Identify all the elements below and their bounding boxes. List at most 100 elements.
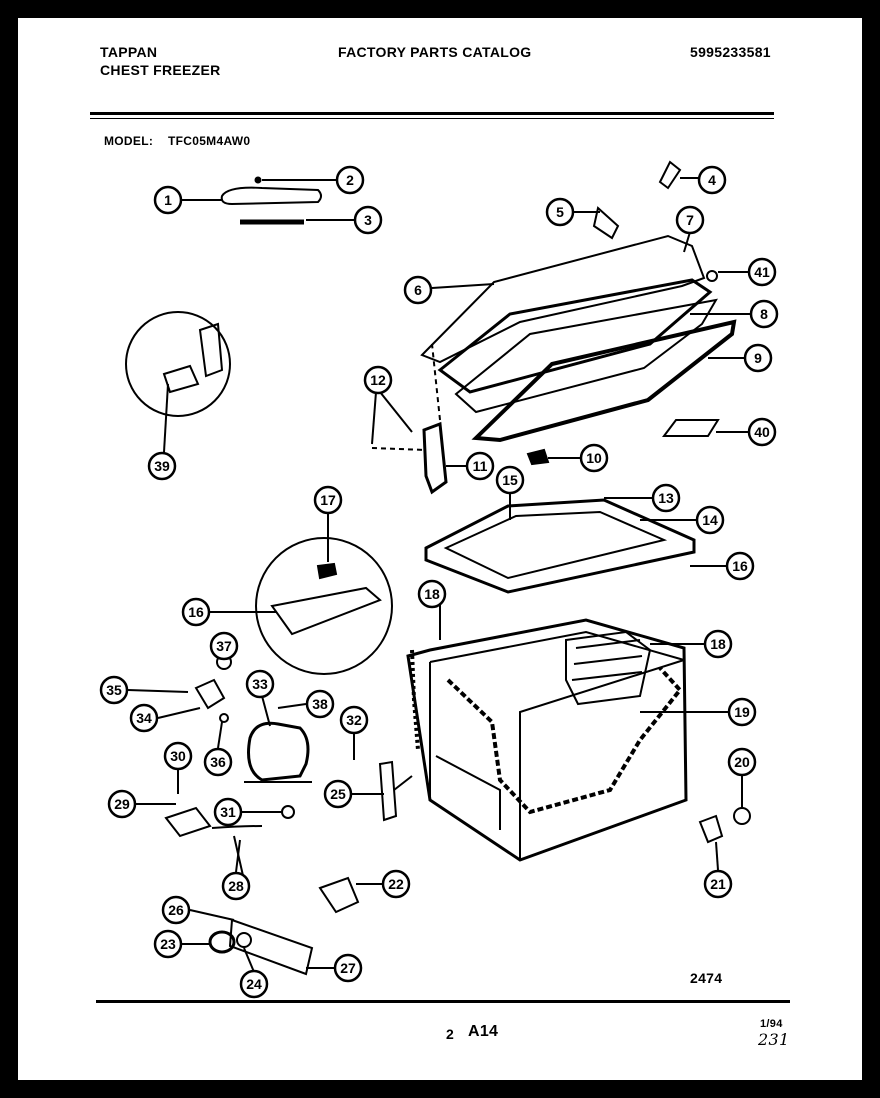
callout-26: 25 xyxy=(323,779,384,809)
svg-text:3: 3 xyxy=(364,212,372,228)
callout-12: 12 xyxy=(363,365,413,445)
svg-text:16: 16 xyxy=(732,558,748,574)
hinge-body xyxy=(422,421,448,495)
svg-text:5: 5 xyxy=(556,204,564,220)
lock-detail-circle xyxy=(125,311,231,417)
callout-1: 1 xyxy=(153,185,222,215)
svg-text:33: 33 xyxy=(252,676,268,692)
lid-liner xyxy=(454,298,718,414)
svg-text:21: 21 xyxy=(710,876,726,892)
callout-42: 41 xyxy=(718,257,777,287)
drier-tube xyxy=(393,775,413,791)
header-rule-thin xyxy=(90,118,774,119)
callout-38: 37 xyxy=(209,631,239,661)
svg-text:32: 32 xyxy=(346,712,362,728)
basket-wire-2 xyxy=(573,655,643,665)
callout-39: 38 xyxy=(277,689,335,719)
breaker-frame xyxy=(424,498,696,594)
svg-text:28: 28 xyxy=(228,878,244,894)
diagram-number: 2474 xyxy=(690,970,723,986)
svg-text:2: 2 xyxy=(346,172,354,188)
svg-text:20: 20 xyxy=(734,754,750,770)
handwritten-note: 231 xyxy=(758,1030,790,1049)
svg-text:7: 7 xyxy=(686,212,694,228)
svg-text:19: 19 xyxy=(734,704,750,720)
svg-text:11: 11 xyxy=(473,458,488,474)
callout-5: 5 xyxy=(545,197,600,227)
callout-10: 10 xyxy=(548,443,609,473)
svg-text:39: 39 xyxy=(154,458,170,474)
callout-11: 11 xyxy=(446,451,495,481)
callout-32: 31 xyxy=(213,797,282,827)
svg-text:18: 18 xyxy=(424,586,440,602)
callout-14: 14 xyxy=(640,505,725,535)
callout-markers: 1 2 3 4 5 6 7 8 9 10 11 12 13 14 15 16 1… xyxy=(99,165,779,999)
lid-gasket xyxy=(471,319,737,443)
cord-lead xyxy=(233,835,245,881)
svg-text:31: 31 xyxy=(220,804,236,820)
cabinet-top-edge xyxy=(429,630,685,663)
svg-text:34: 34 xyxy=(136,710,152,726)
cabinet-base xyxy=(435,755,501,830)
svg-text:23: 23 xyxy=(160,936,176,952)
product-name: CHEST FREEZER xyxy=(100,62,221,78)
control-knob xyxy=(208,930,236,954)
side-coil xyxy=(410,649,420,751)
callout-16-strip: 16 xyxy=(690,551,755,581)
callout-24: 23 xyxy=(153,929,210,959)
callout-23: 22 xyxy=(356,869,411,899)
svg-text:14: 14 xyxy=(702,512,718,528)
svg-text:6: 6 xyxy=(414,282,422,298)
callout-37: 36 xyxy=(203,721,233,777)
svg-text:30: 30 xyxy=(170,748,186,764)
relay-clip xyxy=(219,713,229,723)
label-plate xyxy=(662,419,720,437)
lid-stop xyxy=(526,448,550,466)
hinge-screw xyxy=(592,206,620,240)
lock-key xyxy=(162,364,200,394)
callout-18: 18 xyxy=(650,629,733,659)
plate-hole xyxy=(236,932,252,948)
condenser-coil xyxy=(446,666,683,815)
basket xyxy=(565,630,652,706)
relay xyxy=(194,678,226,710)
power-wire xyxy=(211,825,263,829)
diagram-artwork xyxy=(125,160,751,976)
svg-text:26: 26 xyxy=(168,902,184,918)
hinge-dash xyxy=(371,447,427,451)
handle-screw xyxy=(254,176,262,184)
catalog-title: FACTORY PARTS CATALOG xyxy=(338,44,532,60)
svg-text:9: 9 xyxy=(754,350,762,366)
svg-text:22: 22 xyxy=(388,876,404,892)
hinge-cap xyxy=(658,160,682,190)
callout-21: 20 xyxy=(727,747,757,808)
svg-text:4: 4 xyxy=(708,172,716,188)
callout-15: 15 xyxy=(495,465,525,520)
svg-text:37: 37 xyxy=(216,638,232,654)
drier xyxy=(378,760,398,822)
thermostat xyxy=(318,876,360,914)
lid-insulation xyxy=(437,278,713,394)
callout-17: 17 xyxy=(313,485,343,562)
drain-plug xyxy=(698,814,724,844)
section-code: A14 xyxy=(468,1023,499,1040)
svg-text:13: 13 xyxy=(658,490,674,506)
svg-text:41: 41 xyxy=(754,264,770,280)
callout-30: 29 xyxy=(107,789,176,819)
detail-circle xyxy=(255,537,393,675)
callout-29: 28 xyxy=(221,839,251,901)
grommet xyxy=(281,805,295,819)
cabinet-inner xyxy=(519,659,685,860)
callout-2: 2 xyxy=(262,165,365,195)
footer-rule xyxy=(96,1000,790,1003)
brand-name: TAPPAN xyxy=(100,44,158,60)
callout-9: 9 xyxy=(708,343,773,373)
model-number: TFC05M4AW0 xyxy=(168,134,251,148)
detail-panel xyxy=(270,586,382,636)
callout-31: 30 xyxy=(163,741,193,794)
callout-41: 40 xyxy=(716,417,777,447)
header-rule xyxy=(90,112,774,115)
basket-wire xyxy=(575,639,641,649)
svg-text:35: 35 xyxy=(106,682,122,698)
